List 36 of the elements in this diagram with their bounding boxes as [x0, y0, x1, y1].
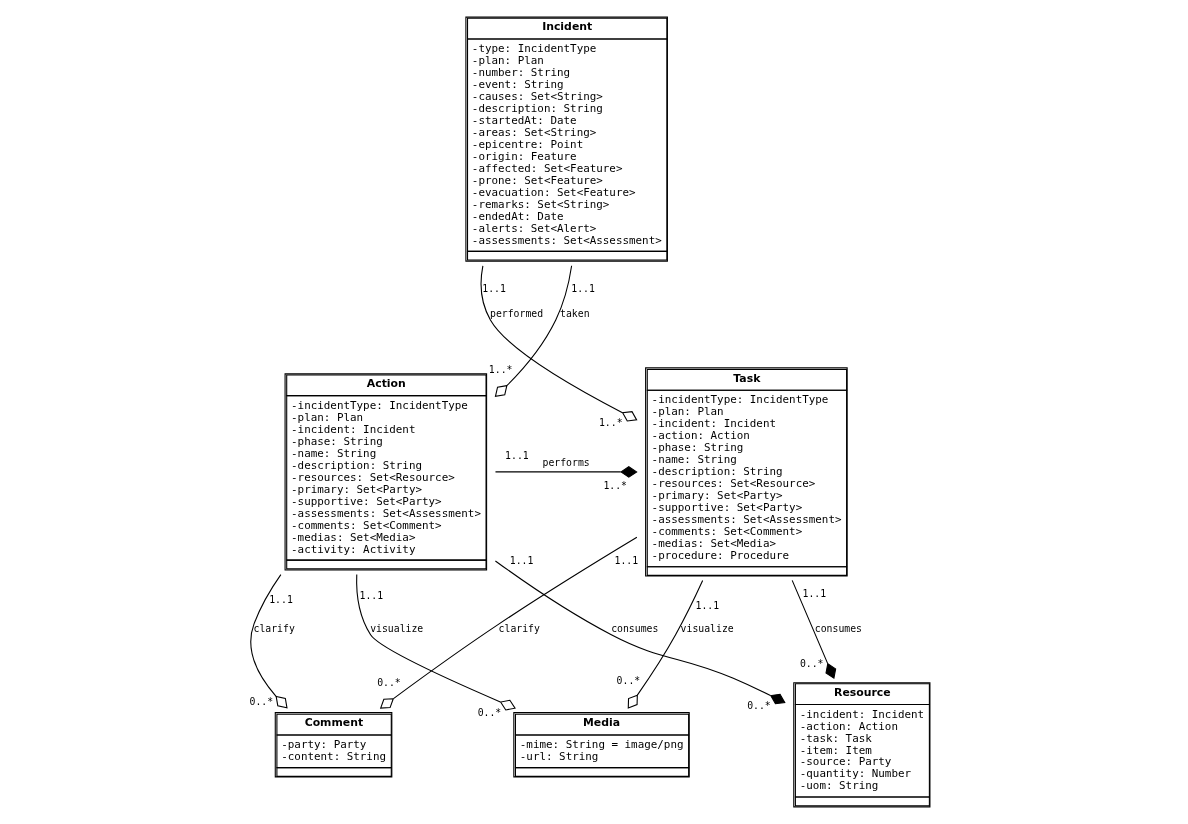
edge-label: visualize	[370, 622, 424, 634]
edge-label: visualize	[680, 622, 734, 634]
label: 1..1	[614, 554, 639, 566]
label: 1..1	[482, 282, 506, 294]
edge-label: consumes	[814, 622, 863, 634]
label: 1..1	[359, 589, 384, 601]
connector	[494, 466, 638, 478]
label: 1..1	[505, 450, 529, 462]
edge-label: consumes	[611, 622, 659, 634]
edge-label: taken	[560, 307, 590, 319]
edge-label: clarify	[498, 622, 540, 634]
edge-label: performed	[490, 307, 544, 319]
label: 1..1	[695, 599, 720, 611]
edge-label: clarify	[253, 622, 295, 634]
label: 1..1	[802, 587, 827, 599]
connector	[250, 574, 288, 709]
edge-label: performs	[542, 456, 590, 468]
label: 0..*	[799, 657, 824, 669]
connector	[791, 579, 837, 680]
label: 0..*	[249, 696, 274, 708]
label: 1..*	[598, 416, 623, 428]
label: 1..*	[603, 480, 628, 492]
connector	[627, 579, 704, 709]
label: 0..*	[377, 676, 401, 688]
label: 1..1	[269, 594, 293, 606]
label: 0..*	[477, 706, 502, 718]
label: 0..*	[616, 675, 641, 687]
label: 1..1	[509, 554, 534, 566]
connector	[494, 560, 786, 705]
label: 1..*	[488, 364, 513, 376]
connector	[356, 573, 516, 711]
connector	[494, 265, 573, 398]
connector	[480, 265, 638, 422]
label: 1..1	[571, 282, 595, 294]
label: 0..*	[747, 699, 771, 711]
connector	[379, 536, 638, 709]
